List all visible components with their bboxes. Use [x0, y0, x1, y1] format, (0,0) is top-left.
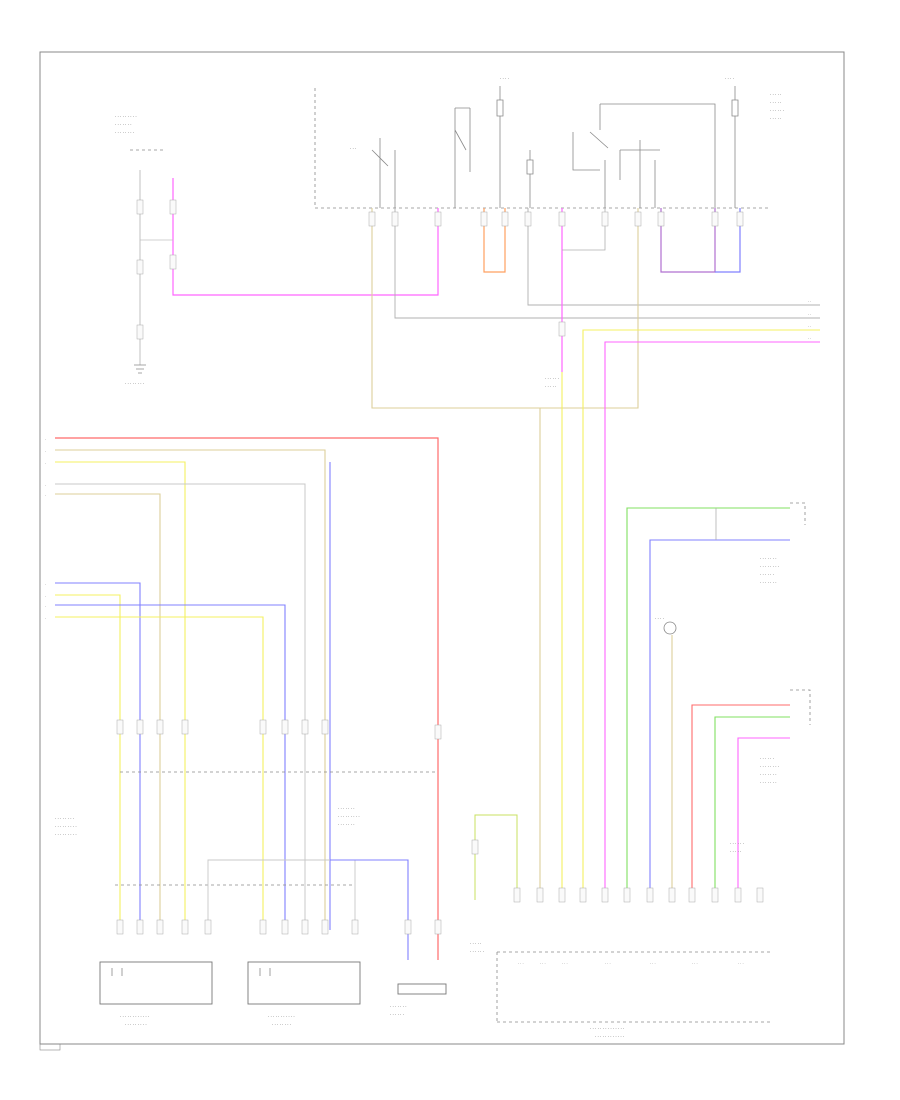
label-mark: · · · · · · · · · · · ·	[595, 1034, 624, 1039]
label-mark: · · · ·	[725, 76, 734, 81]
left-edge-labels: · · · · · · · · ·	[45, 438, 46, 621]
label-mark: · · · · · · · ·	[125, 381, 144, 386]
right-connector-labels: · · · · · · · · · · · · · · · · · · ·	[545, 300, 811, 389]
label-mark: · ·	[808, 313, 811, 317]
switch-contact-icon	[371, 138, 396, 208]
label-mark: · ·	[808, 325, 811, 329]
module-box-1	[99, 961, 213, 1005]
fuse-relay-box: · · · · · · · · · · · · · · · · · · · · …	[314, 76, 784, 209]
label-mark: · ·	[808, 300, 811, 304]
small-module-box	[397, 983, 447, 995]
label-mark: · · · · ·	[770, 92, 781, 97]
label-mark: · · ·	[738, 962, 744, 966]
label-mark: · · · · ·	[470, 941, 481, 946]
left-harness	[55, 437, 439, 960]
label-mark: · · · · · ·	[545, 376, 559, 381]
fuse-icon	[496, 86, 504, 208]
label-mark: · · ·	[540, 962, 546, 966]
switch-contact-icon	[454, 107, 471, 208]
right-labels: · · · · · · · · · · · · · · · · · · · · …	[655, 556, 779, 854]
label-mark: · · ·	[692, 962, 698, 966]
label-mark: · · · · ·	[730, 849, 741, 854]
label-mark: ·	[45, 617, 46, 621]
bottom-left-modules: · · · · · · · · · · · · · · · · · · · · …	[55, 806, 361, 1027]
label-mark: · · · · · · · ·	[760, 764, 779, 769]
label-mark: · · · · · · ·	[760, 780, 777, 785]
label-mark: ·	[45, 484, 46, 488]
label-mark: · · · ·	[500, 76, 509, 81]
label-mark: · · · · · ·	[730, 841, 744, 846]
left-top-module: · · · · · · · · · · · · · · · · · · · · …	[115, 114, 173, 386]
label-mark: · · · · · ·	[390, 1012, 404, 1017]
label-mark: · · ·	[518, 962, 524, 966]
relay-coil-icon	[572, 103, 716, 208]
label-mark: · · · · · ·	[760, 572, 774, 577]
label-mark: · · · · · · ·	[115, 122, 132, 127]
label-mark: · · · · ·	[770, 100, 781, 105]
label-mark: · · · · · · ·	[338, 822, 355, 827]
body-control-module: · · · · · · · · · · · · · · · · · · · · …	[470, 941, 770, 1039]
label-mark: · · · · · · · · ·	[125, 1022, 147, 1027]
diagram-frame	[39, 51, 845, 1045]
fuse-icon	[731, 86, 739, 208]
label-mark: · · ·	[350, 146, 356, 151]
switch-contact-icon	[604, 160, 656, 208]
label-mark: · · · · · ·	[770, 108, 784, 113]
label-mark: · · · · · · · · ·	[115, 114, 137, 119]
ground-symbol-icon	[134, 364, 146, 374]
label-mark: · · · · · · · · ·	[55, 824, 77, 829]
label-mark: · · · · · · · · ·	[338, 814, 360, 819]
label-mark: · · · · · · · · · · · · · ·	[590, 1026, 624, 1031]
label-mark: · · · · · · · · · · ·	[268, 1014, 295, 1019]
label-mark: · · ·	[650, 962, 656, 966]
label-mark: ·	[45, 494, 46, 498]
sensor-icon	[663, 621, 677, 635]
label-mark: · · · · · · ·	[390, 1004, 407, 1009]
label-mark: · · · · · · · ·	[115, 130, 134, 135]
label-mark: · ·	[808, 337, 811, 341]
label-mark: · · ·	[605, 962, 611, 966]
label-mark: ·	[45, 583, 46, 587]
box-connector-pins	[136, 199, 744, 340]
label-mark: · · · · ·	[770, 116, 781, 121]
label-mark: · · ·	[562, 962, 568, 966]
module-box-2	[247, 961, 361, 1005]
bcm-connector-pins	[471, 839, 764, 903]
label-mark: · · · · · · ·	[760, 772, 777, 777]
label-mark: ·	[45, 450, 46, 454]
label-mark: · · · · · · ·	[338, 806, 355, 811]
label-mark: · · · · · ·	[470, 949, 484, 954]
right-harness	[474, 502, 811, 900]
small-module: · · · · · · · · · · · · ·	[390, 983, 447, 1017]
label-mark: · · · · · · ·	[760, 580, 777, 585]
label-mark: · · · · · · · ·	[55, 816, 74, 821]
label-mark: · · · · · ·	[760, 756, 774, 761]
label-mark: · · · · · · · · ·	[55, 832, 77, 837]
label-mark: · · · ·	[655, 616, 664, 621]
fuse-icon	[526, 150, 534, 208]
label-mark: ·	[45, 462, 46, 466]
top-wires	[172, 178, 820, 900]
page-ref-mark	[39, 1043, 61, 1051]
label-mark: ·	[45, 438, 46, 442]
label-mark: ·	[45, 595, 46, 599]
label-mark: · · · · · · ·	[760, 556, 777, 561]
label-mark: ·	[45, 605, 46, 609]
label-mark: · · · · · · · ·	[760, 564, 779, 569]
left-connector-pins	[116, 719, 442, 935]
label-mark: · · · · ·	[545, 384, 556, 389]
label-mark: · · · · · · · ·	[272, 1022, 291, 1027]
label-mark: · · · · · · · · · · · ·	[120, 1014, 149, 1019]
